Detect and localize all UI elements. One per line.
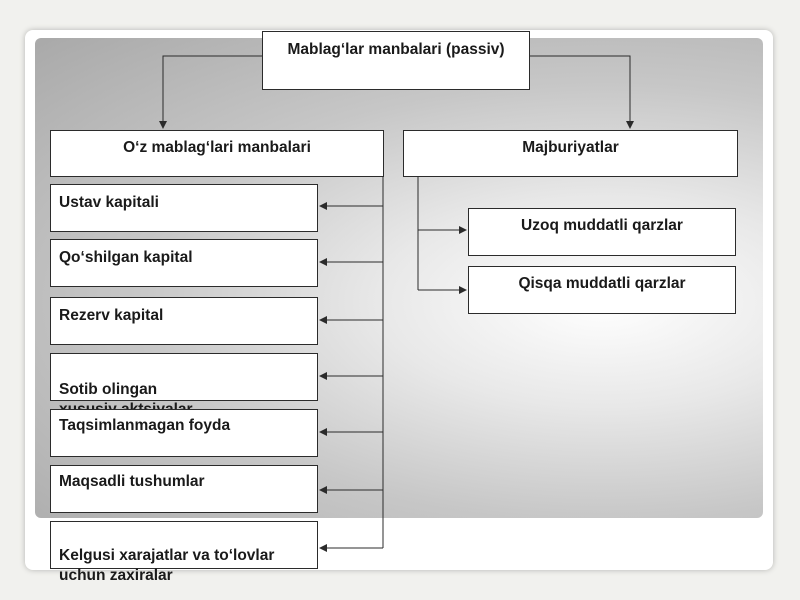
own-source-item-label: Maqsadli tushumlar	[59, 473, 205, 490]
liability-item: Qisqa muddatli qarzlar	[468, 266, 736, 314]
own-sources-header-label: O‘z mablag‘lari manbalari	[123, 139, 311, 156]
own-source-item: Kelgusi xarajatlar va to‘lovlar uchun za…	[50, 521, 318, 584]
own-source-item: Rezerv kapital	[50, 297, 318, 345]
liabilities-header-label: Majburiyatlar	[522, 139, 619, 156]
connector-root-to-own-sources	[159, 55, 262, 129]
own-source-item: Maqsadli tushumlar	[50, 465, 318, 513]
own-source-item-label: Kelgusi xarajatlar va to‘lovlar uchun za…	[59, 547, 275, 585]
own-source-item-label: Ustav kapitali	[59, 194, 159, 211]
own-source-item: Qo‘shilgan kapital	[50, 239, 318, 287]
liability-item: Uzoq muddatli qarzlar	[468, 208, 736, 256]
liabilities-header-box: Majburiyatlar	[403, 130, 738, 177]
own-source-item-label: Qo‘shilgan kapital	[59, 249, 193, 266]
own-source-item: Sotib olingan xususiy aktsiyalar	[50, 353, 318, 418]
own-sources-header-box: O‘z mablag‘lari manbalari	[50, 130, 384, 177]
own-source-item: Ustav kapitali	[50, 184, 318, 232]
liability-item-label: Uzoq muddatli qarzlar	[521, 217, 683, 234]
connector-root-to-liabilities	[530, 55, 634, 129]
own-source-item-label: Taqsimlanmagan foyda	[59, 417, 231, 434]
own-source-item: Taqsimlanmagan foyda	[50, 409, 318, 457]
liability-item-label: Qisqa muddatli qarzlar	[518, 275, 686, 292]
own-source-item-label: Rezerv kapital	[59, 307, 164, 324]
root-node-label: Mablag‘lar manbalari (passiv)	[287, 41, 505, 58]
root-node-box: Mablag‘lar manbalari (passiv)	[262, 31, 530, 90]
